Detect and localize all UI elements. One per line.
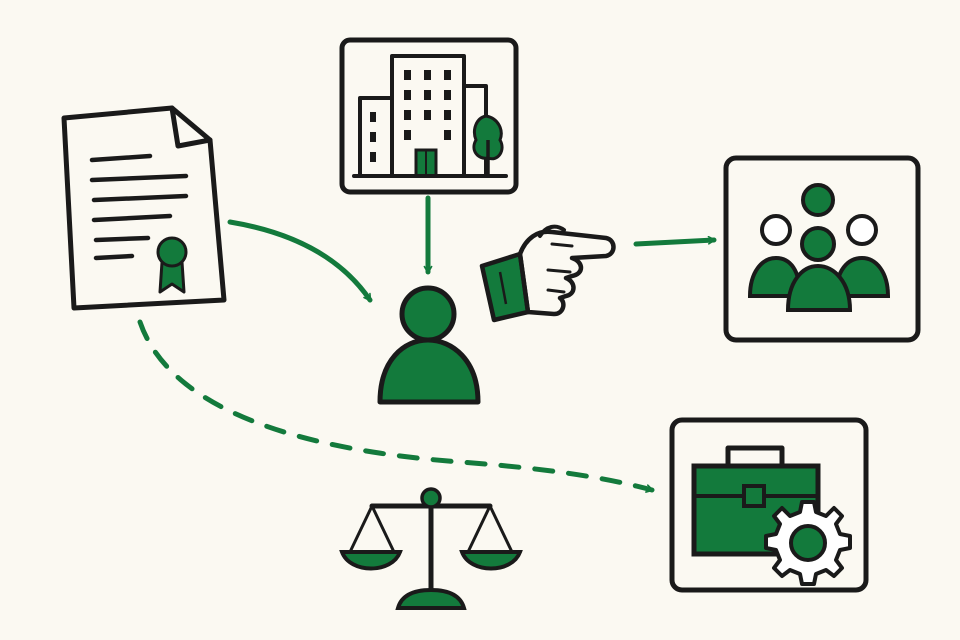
arrow-certificate-to-person	[227, 219, 373, 303]
office-building-icon	[339, 37, 519, 195]
connector-arrows	[137, 195, 717, 493]
certificate-document-icon	[61, 105, 227, 311]
toolbox-gear-icon	[669, 417, 869, 593]
team-group-icon	[723, 155, 921, 343]
arrow-hand-to-team	[633, 235, 717, 247]
scales-of-justice-icon	[339, 487, 523, 610]
arrow-certificate-to-toolkit-dashed	[137, 319, 655, 493]
pointing-hand-icon	[479, 224, 616, 323]
person-icon	[377, 285, 481, 405]
